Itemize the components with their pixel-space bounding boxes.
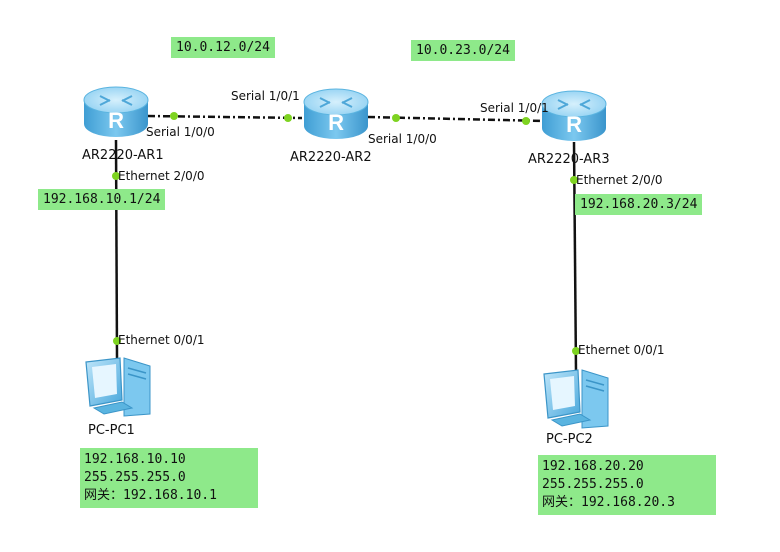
pc-icon[interactable] (543, 369, 609, 429)
network-label-ar1-ar2: 10.0.12.0/24 (171, 37, 275, 58)
port-dot (572, 347, 580, 355)
interface-label: Serial 1/0/0 (368, 132, 437, 146)
pc-label-pc2: PC-PC2 (546, 432, 593, 447)
port-dot (392, 114, 400, 122)
port-dot (284, 114, 292, 122)
router-label-ar2: AR2220-AR2 (290, 150, 372, 165)
pc1-mask: 255.255.255.0 (84, 470, 186, 485)
pc2-ip: 192.168.20.20 (542, 459, 644, 474)
ip-label-ar1-eth: 192.168.10.1/24 (38, 189, 166, 210)
pc2-mask: 255.255.255.0 (542, 477, 644, 492)
router-icon[interactable]: R (303, 88, 369, 139)
port-dot (112, 172, 120, 180)
router-icon[interactable]: R (541, 90, 607, 141)
interface-label: Ethernet 2/0/0 (118, 169, 205, 183)
router-label-ar1: AR2220-AR1 (82, 148, 164, 163)
interface-label: Ethernet 0/0/1 (118, 333, 205, 347)
router-icon-glyph: R (328, 110, 344, 135)
pc-label-pc1: PC-PC1 (88, 423, 135, 438)
router-icon-glyph: R (566, 112, 582, 137)
pc2-config-note: 192.168.20.20 255.255.255.0 网关：192.168.2… (538, 455, 716, 515)
interface-label: Ethernet 0/0/1 (578, 343, 665, 357)
interface-label: Serial 1/0/1 (231, 89, 300, 103)
port-dot (113, 337, 121, 345)
interface-label: Ethernet 2/0/0 (576, 173, 663, 187)
router-label-ar3: AR2220-AR3 (528, 152, 610, 167)
port-dot (570, 176, 578, 184)
port-dot (170, 112, 178, 120)
router-icon[interactable]: R (83, 86, 149, 137)
pc1-ip: 192.168.10.10 (84, 452, 186, 467)
pc2-gateway: 网关：192.168.20.3 (542, 495, 675, 510)
pc1-gateway: 网关：192.168.10.1 (84, 488, 217, 503)
interface-label: Serial 1/0/0 (146, 125, 215, 139)
interface-label: Serial 1/0/1 (480, 101, 549, 115)
network-label-ar2-ar3: 10.0.23.0/24 (411, 40, 515, 61)
ip-label-ar3-eth: 192.168.20.3/24 (575, 194, 703, 215)
pc-icon[interactable] (85, 357, 151, 417)
router-icon-glyph: R (108, 108, 124, 133)
pc1-config-note: 192.168.10.10 255.255.255.0 网关：192.168.1… (80, 448, 258, 508)
port-dot (522, 117, 530, 125)
